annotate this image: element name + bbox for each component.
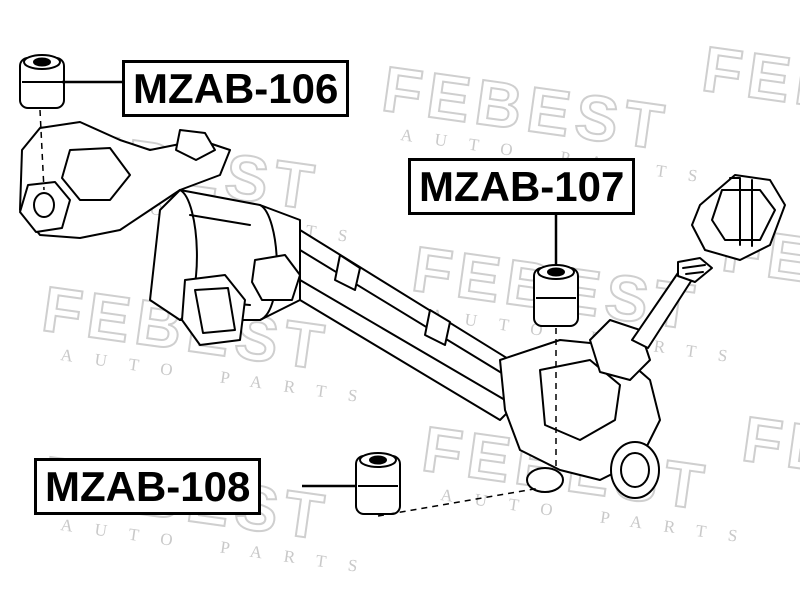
left-mount-hole [33,192,55,218]
axis-106 [39,109,45,191]
bushing-108 [355,452,401,515]
flange-ridges [729,177,753,247]
bushing-bore [547,267,565,277]
spline-lines [682,264,706,275]
sensor-unit [251,254,301,301]
input-shaft-spline [677,257,713,283]
bushing-107 [533,264,579,327]
gear-housing-detail [539,359,621,441]
flange-seal-inner [711,189,776,241]
axis-108 [377,487,541,517]
lower-mount-boss [526,467,564,493]
part-label-mzab-107: MZAB-107 [408,158,636,215]
assembly-axes [39,109,557,517]
tube-clip [334,254,361,291]
bushing-bore [33,57,51,67]
tube-clip [424,309,451,346]
rack-tube-lines [299,249,506,401]
bracket-ribs [61,147,131,201]
right-end-ring-inner [620,452,650,488]
valve-block-inner [194,287,236,334]
leader-lines [62,80,558,488]
part-label-mzab-108: MZAB-108 [34,458,262,515]
steering-rack-assembly [19,121,786,499]
bushing-bore [369,455,387,465]
flange-seal [691,174,786,261]
watermark-brand: FEBEST [738,403,800,514]
bracket-clamp [175,129,216,161]
watermark-brand: FEBEST [698,33,800,144]
bushing-106 [19,54,65,109]
part-label-mzab-106: MZAB-106 [122,60,350,117]
